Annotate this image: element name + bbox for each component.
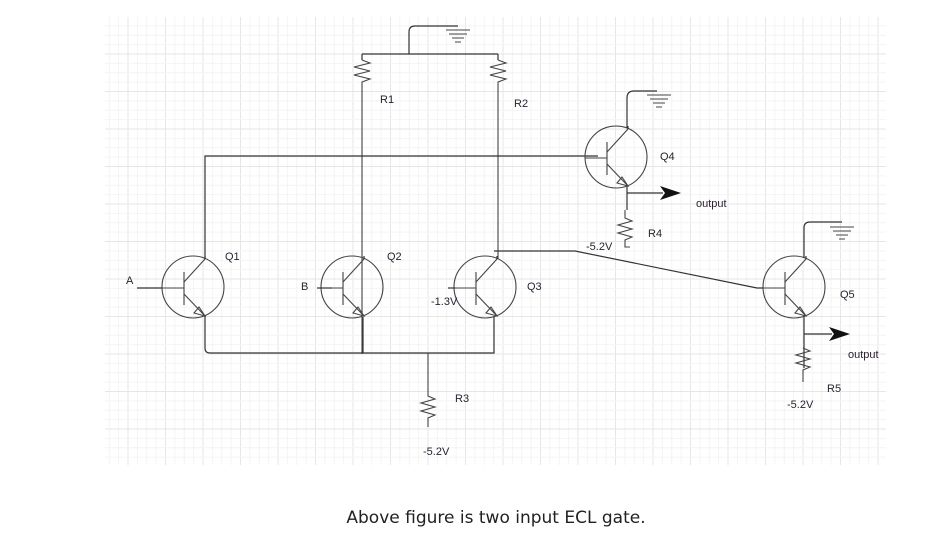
collector-lead (784, 258, 807, 283)
resistor-r4: R4 -5.2V (586, 210, 662, 253)
transistor-q5 (762, 255, 826, 319)
transistor-q4 (584, 125, 648, 189)
emitter-arrow-icon (485, 306, 499, 317)
r4-supply-label: -5.2V (586, 241, 613, 253)
input-a-label: A (126, 275, 134, 287)
q1-label: Q1 (225, 251, 240, 263)
collector-lead (606, 128, 629, 153)
ground-icon (446, 29, 470, 43)
emitter-lead (342, 293, 365, 317)
grid-background (105, 17, 886, 465)
transistor-body (453, 255, 517, 319)
q4-output-arrow-icon (660, 186, 681, 200)
q2-label: Q2 (387, 251, 402, 263)
input-b-label: B (301, 281, 308, 293)
emitter-lead (183, 293, 206, 317)
r3-label: R3 (455, 393, 469, 405)
q5-output-arrow-icon (829, 327, 850, 341)
emitter-arrow-icon (352, 306, 366, 317)
emitter-arrow-icon (193, 306, 207, 317)
q4-label: Q4 (660, 151, 675, 163)
r5-supply-label: -5.2V (787, 399, 814, 411)
r4-label: R4 (648, 228, 662, 240)
transistor-body (762, 255, 826, 319)
q3-collector-to-q5-base-wire (494, 250, 763, 289)
figure-caption: Above figure is two input ECL gate. (346, 508, 646, 528)
r5-label: R5 (827, 383, 841, 395)
resistor-r2: R2 (489, 54, 528, 259)
ground-icon (830, 226, 854, 240)
transistor-q1 (161, 255, 225, 319)
q5-output-label: output (848, 349, 879, 361)
emitter-arrow-icon (616, 176, 630, 187)
r3-supply-label: -5.2V (423, 446, 450, 458)
ecl-gate-schematic: R1 R2 Q1 Q2 Q3 Q4 Q5 A B -1.3V R3 -5.2V … (105, 17, 886, 465)
collector-lead (183, 258, 206, 283)
q3-bias-label: -1.3V (431, 296, 458, 308)
resistor-r3: R3 -5.2V (418, 353, 469, 458)
transistor-q3 (453, 255, 517, 319)
q5-label: Q5 (840, 289, 855, 301)
emitter-lead (475, 293, 498, 317)
r1-label: R1 (380, 94, 394, 106)
ground-icon (647, 94, 671, 108)
q3-label: Q3 (527, 281, 542, 293)
emitter-bus (204, 316, 495, 354)
transistor-body (161, 255, 225, 319)
emitter-lead (606, 163, 629, 187)
resistor-r1: R1 (353, 54, 394, 354)
top-supply-bus (362, 25, 498, 55)
r2-label: R2 (514, 98, 528, 110)
resistor-r5: R5 -5.2V (787, 347, 841, 411)
transistor-q2 (320, 255, 384, 319)
collector-lead (475, 258, 498, 283)
emitter-lead (784, 293, 807, 317)
transistor-body (584, 125, 648, 189)
emitter-arrow-icon (794, 306, 808, 317)
transistor-body (320, 255, 384, 319)
q1-collector-to-q4-base-wire (204, 155, 598, 259)
q4-output-label: output (696, 198, 727, 210)
collector-lead (342, 258, 365, 283)
